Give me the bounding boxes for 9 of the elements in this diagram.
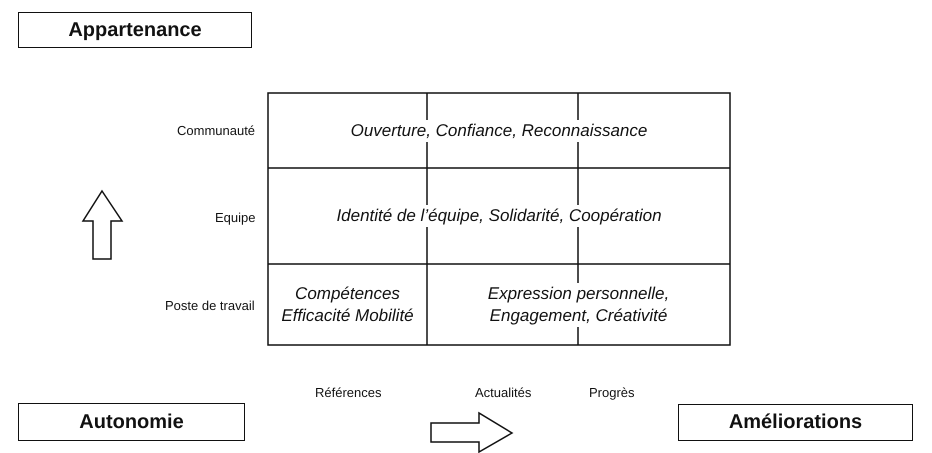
title-box: Améliorations bbox=[678, 404, 913, 441]
title-box: Appartenance bbox=[18, 12, 252, 48]
column-label: Progrès bbox=[589, 384, 635, 400]
title-box: Autonomie bbox=[18, 403, 245, 441]
column-label: Références bbox=[315, 384, 382, 400]
row-label: Equipe bbox=[215, 210, 256, 224]
row-label: Poste de travail bbox=[165, 298, 255, 312]
row-label: Communauté bbox=[177, 122, 256, 138]
column-label: Actualités bbox=[475, 384, 532, 400]
